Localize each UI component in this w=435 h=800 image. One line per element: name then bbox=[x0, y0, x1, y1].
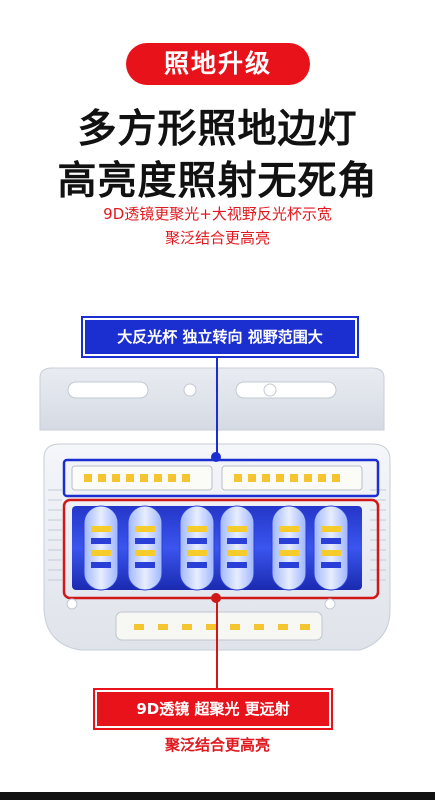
product-subheadline: 高亮度照射无死角 bbox=[57, 159, 378, 204]
feature-line-1: 9D透镜更聚光+大视野反光杯示宽 bbox=[103, 205, 332, 223]
product-headline: 多方形照地边灯 bbox=[77, 107, 358, 152]
feature-line-2: 聚泛结合更高亮 bbox=[164, 229, 270, 247]
lens-connector-line bbox=[216, 600, 218, 692]
lens-callout-subtext: 聚泛结合更高亮 bbox=[164, 736, 270, 754]
bottom-divider-bar bbox=[0, 792, 435, 800]
lens-callout-label: 9D透镜 超聚光 更远射 bbox=[95, 690, 331, 728]
side-marker-lamp-image bbox=[39, 367, 391, 651]
reflector-connector-dot bbox=[211, 452, 221, 462]
lens-connector-dot bbox=[211, 593, 221, 603]
upgrade-badge: 照地升级 bbox=[126, 43, 310, 85]
reflector-callout-label: 大反光杯 独立转向 视野范围大 bbox=[83, 318, 357, 356]
reflector-connector-line bbox=[216, 354, 218, 456]
